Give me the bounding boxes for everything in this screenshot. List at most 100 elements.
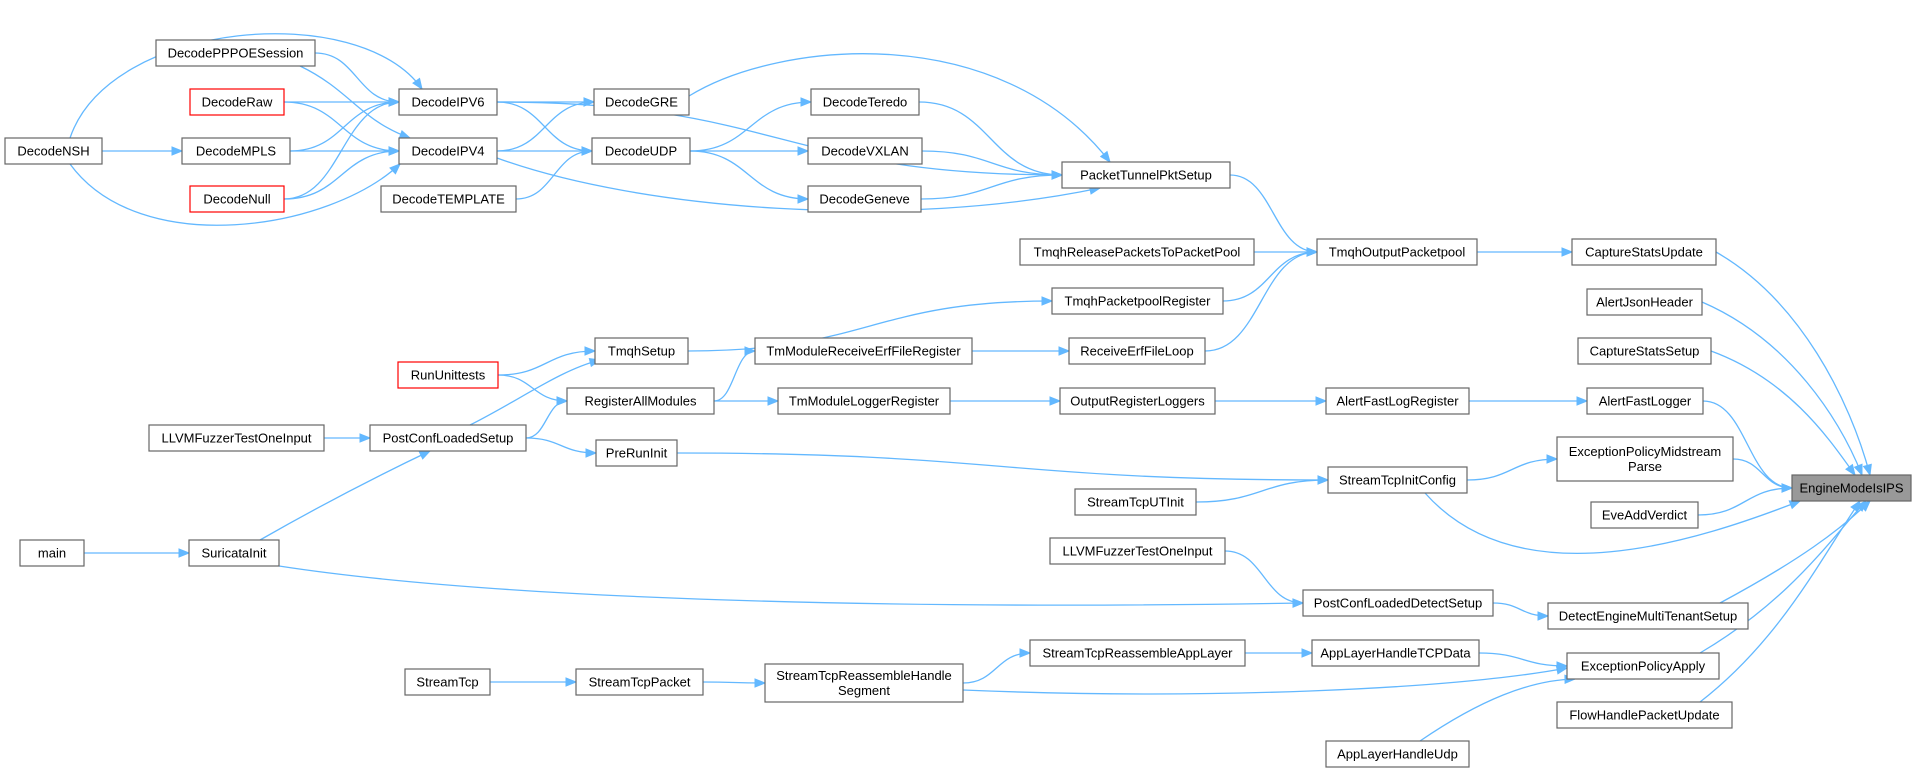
node-main[interactable]: main [19, 539, 85, 567]
node-box [188, 539, 280, 567]
edge-decodeteredo-to-packettunnelpktsetup [918, 101, 1064, 180]
node-box [1325, 387, 1470, 415]
node-label: DecodeGeneve [819, 192, 909, 207]
edge-line [1195, 479, 1329, 503]
node-capturestatsupdate[interactable]: CaptureStatsUpdate [1571, 238, 1717, 266]
edge-postconfloadeddetectsetup-to-detectenginemultitenantsetup [1492, 602, 1550, 621]
node-postconfloadeddetectsetup[interactable]: PostConfLoadedDetectSetup [1302, 589, 1494, 617]
arrowhead-icon [1576, 396, 1589, 406]
node-streamtcpreassembleapplayer[interactable]: StreamTcpReassembleAppLayer [1029, 639, 1246, 667]
node-decodetemplate[interactable]: DecodeTEMPLATE [380, 185, 517, 213]
node-label: DecodeNSH [17, 144, 89, 159]
node-postconfloadedsetup[interactable]: PostConfLoadedSetup [369, 424, 527, 452]
node-registerallmodules[interactable]: RegisterAllModules [566, 387, 715, 415]
node-box [1547, 602, 1749, 630]
node-applayerhandleudp[interactable]: AppLayerHandleUdp [1325, 740, 1470, 768]
edge-streamtcpinitconfig-to-exceptionpolicymidstreamparse [1466, 454, 1559, 481]
node-decodeudp[interactable]: DecodeUDP [591, 137, 691, 165]
node-outputregisterloggers[interactable]: OutputRegisterLoggers [1059, 387, 1216, 415]
arrowhead-icon [1019, 648, 1032, 658]
node-llvmfuzzertestoneinput2[interactable]: LLVMFuzzerTestOneInput [1049, 537, 1226, 565]
node-streamtcpinitconfig[interactable]: StreamTcpInitConfig [1327, 466, 1468, 494]
edge-line [283, 101, 400, 200]
node-packettunnelpktsetup[interactable]: PacketTunnelPktSetup [1061, 161, 1231, 189]
node-label: ReceiveErfFileLoop [1080, 344, 1193, 359]
arrowhead-icon [388, 146, 401, 156]
node-tmmodulereceiveerffileregister[interactable]: TmModuleReceiveErfFileRegister [754, 337, 973, 365]
node-tmmoduleloggerregister[interactable]: TmModuleLoggerRegister [777, 387, 951, 415]
node-exceptionpolicyapply[interactable]: ExceptionPolicyApply [1566, 652, 1720, 680]
node-suricatainit[interactable]: SuricataInit [188, 539, 280, 567]
edge-streamtcp-to-streamtcppacket [489, 677, 578, 687]
node-label: AppLayerHandleTCPData [1320, 646, 1471, 661]
node-applayerhandletcpdata[interactable]: AppLayerHandleTCPData [1311, 639, 1480, 667]
node-capturestatssetup[interactable]: CaptureStatsSetup [1577, 337, 1712, 365]
node-alertfastlogregister[interactable]: AlertFastLogRegister [1325, 387, 1470, 415]
edge-line [469, 359, 601, 426]
node-tmqhsetup[interactable]: TmqhSetup [594, 337, 689, 365]
edge-streamtcputinit-to-streamtcpinitconfig [1195, 475, 1330, 503]
edge-decodensh-to-decodempls [102, 146, 184, 156]
arrowhead-icon [389, 163, 401, 175]
node-streamtcp[interactable]: StreamTcp [404, 668, 491, 696]
node-decodeipv6[interactable]: DecodeIPV6 [398, 88, 498, 116]
node-decodepppoesession[interactable]: DecodePPPOESession [155, 39, 316, 67]
node-label: TmModuleLoggerRegister [789, 394, 940, 409]
node-decodenull[interactable]: DecodeNull [189, 185, 285, 213]
edge-flowhandlepacketupdate-to-enginemodeisips [1699, 499, 1861, 703]
node-box [777, 387, 951, 415]
edge-streamtcppacket-to-streamtcpreassemblehandlesegment [702, 678, 767, 688]
node-decodevxlan[interactable]: DecodeVXLAN [807, 137, 923, 165]
arrowhead-icon [1862, 463, 1872, 477]
node-detectenginemultitenantsetup[interactable]: DetectEngineMultiTenantSetup [1547, 602, 1749, 630]
edge-line [1699, 500, 1867, 654]
node-label: PacketTunnelPktSetup [1080, 168, 1212, 183]
node-box [397, 361, 499, 389]
node-tmqhpacketpoolregister[interactable]: TmqhPacketpoolRegister [1051, 287, 1224, 315]
edge-line [1699, 500, 1861, 703]
node-flowhandlepacketupdate[interactable]: FlowHandlePacketUpdate [1556, 701, 1733, 729]
arrowhead-icon [1058, 346, 1071, 356]
node-label: StreamTcpReassembleHandle [776, 668, 952, 683]
node-label: ExceptionPolicyApply [1581, 659, 1706, 674]
arrowhead-icon [1537, 611, 1550, 621]
node-label: RegisterAllModules [585, 394, 697, 409]
edge-line [920, 174, 1063, 200]
node-enginemodeisips[interactable]: EngineModeIsIPS [1791, 474, 1912, 502]
node-decodeteredo[interactable]: DecodeTeredo [810, 88, 920, 116]
arrowhead-icon [1781, 483, 1794, 493]
node-tmqhreleasepacketstopacketpool[interactable]: TmqhReleasePacketsToPacketPool [1019, 238, 1255, 266]
edge-decodetemplate-to-decodeudp [515, 146, 594, 200]
node-llvmfuzzertestoneinput1[interactable]: LLVMFuzzerTestOneInput [148, 424, 325, 452]
node-decodegeneve[interactable]: DecodeGeneve [807, 185, 922, 213]
node-receiveerffileloop[interactable]: ReceiveErfFileLoop [1068, 337, 1206, 365]
node-decodensh[interactable]: DecodeNSH [4, 137, 103, 165]
node-streamtcputinit[interactable]: StreamTcpUTInit [1074, 488, 1197, 516]
edge-line [1424, 492, 1801, 554]
node-label: DecodeIPV6 [412, 95, 485, 110]
node-box [148, 424, 325, 452]
edge-line [1224, 550, 1304, 604]
node-alertjsonheader[interactable]: AlertJsonHeader [1586, 288, 1703, 316]
node-eveaddverdict[interactable]: EveAddVerdict [1590, 501, 1699, 529]
arrowhead-icon [1049, 396, 1062, 406]
node-streamtcppacket[interactable]: StreamTcpPacket [575, 668, 704, 696]
node-decodeipv4[interactable]: DecodeIPV4 [398, 137, 498, 165]
node-label: TmqhPacketpoolRegister [1065, 294, 1212, 309]
arrowhead-icon [800, 97, 813, 107]
node-alertfastlogger[interactable]: AlertFastLogger [1586, 387, 1704, 415]
node-box [1556, 436, 1734, 482]
arrowhead-icon [797, 146, 810, 156]
node-label: DecodeTEMPLATE [392, 192, 505, 207]
node-tmqhoutputpacketpool[interactable]: TmqhOutputPacketpool [1316, 238, 1478, 266]
arrowhead-icon [1317, 475, 1330, 485]
node-decodegre[interactable]: DecodeGRE [593, 88, 690, 116]
node-decodempls[interactable]: DecodeMPLS [181, 137, 291, 165]
node-box [155, 39, 316, 67]
node-preruninit[interactable]: PreRunInit [595, 439, 678, 467]
node-decoderaw[interactable]: DecodeRaw [189, 88, 285, 116]
node-rununittests[interactable]: RunUnittests [397, 361, 499, 389]
node-box [591, 137, 691, 165]
